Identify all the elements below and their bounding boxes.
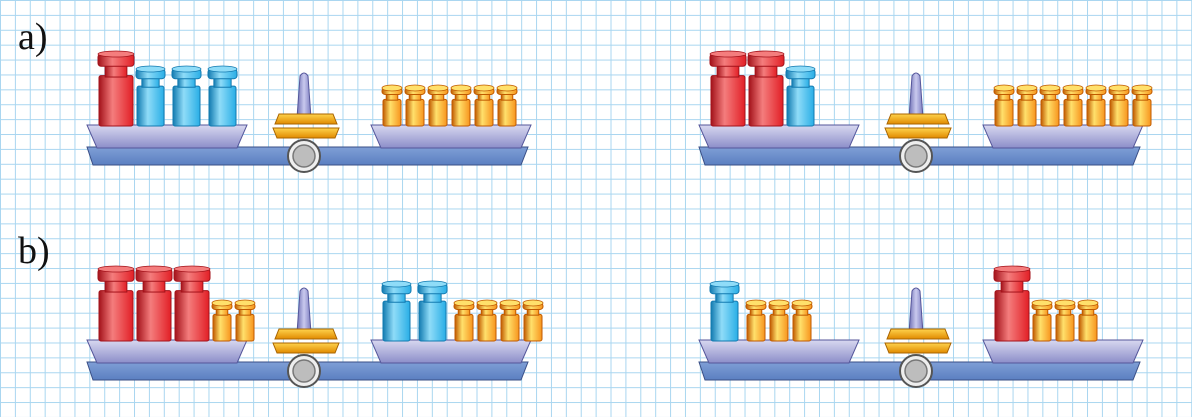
- medium-weight: [418, 281, 447, 341]
- center-post: [297, 73, 311, 118]
- center-post: [297, 288, 311, 333]
- balance-scale-graphic: [697, 283, 1147, 375]
- row-label-a: a): [18, 18, 48, 56]
- balance-scale-graphic: [697, 68, 1147, 160]
- balance-scale-b-left: [85, 283, 535, 373]
- light-weight: [1132, 85, 1152, 126]
- heavy-weight: [174, 266, 210, 341]
- light-weight: [1109, 85, 1129, 126]
- light-weight: [235, 300, 255, 341]
- balance-scale-a-right: [697, 68, 1147, 158]
- row-label-b: b): [18, 232, 50, 270]
- light-weight: [451, 85, 471, 126]
- medium-weight: [172, 66, 201, 126]
- left-pan: [699, 340, 859, 363]
- light-weight: [382, 85, 402, 126]
- light-weight: [497, 85, 517, 126]
- light-weight: [474, 85, 494, 126]
- heavy-weight: [136, 266, 172, 341]
- right-pan: [983, 340, 1143, 363]
- heavy-weight: [98, 266, 134, 341]
- right-pan: [983, 125, 1143, 148]
- light-weight: [1040, 85, 1060, 126]
- balance-scale-a-left: [85, 68, 535, 158]
- light-weight: [746, 300, 766, 341]
- center-plates: [885, 329, 951, 353]
- light-weight: [1063, 85, 1083, 126]
- center-post: [909, 288, 923, 333]
- medium-weight: [710, 281, 739, 341]
- center-plates: [885, 114, 951, 138]
- light-weight: [1086, 85, 1106, 126]
- light-weight: [769, 300, 789, 341]
- balance-scale-graphic: [85, 68, 535, 160]
- medium-weight: [136, 66, 165, 126]
- pivot-wheel: [900, 355, 932, 387]
- heavy-weight: [710, 51, 746, 126]
- light-weight: [792, 300, 812, 341]
- light-weight: [428, 85, 448, 126]
- light-weight: [1078, 300, 1098, 341]
- right-pan: [371, 340, 531, 363]
- balance-scale-graphic: [85, 283, 535, 375]
- medium-weight: [382, 281, 411, 341]
- pivot-wheel: [288, 355, 320, 387]
- balance-scale-b-right: [697, 283, 1147, 373]
- center-plates: [273, 114, 339, 138]
- light-weight: [212, 300, 232, 341]
- pivot-wheel: [900, 140, 932, 172]
- heavy-weight: [994, 266, 1030, 341]
- light-weight: [1032, 300, 1052, 341]
- medium-weight: [786, 66, 815, 126]
- light-weight: [500, 300, 520, 341]
- light-weight: [405, 85, 425, 126]
- light-weight: [477, 300, 497, 341]
- left-pan: [87, 125, 247, 148]
- center-plates: [273, 329, 339, 353]
- heavy-weight: [98, 51, 134, 126]
- right-pan: [371, 125, 531, 148]
- center-post: [909, 73, 923, 118]
- light-weight: [454, 300, 474, 341]
- light-weight: [1055, 300, 1075, 341]
- left-pan: [699, 125, 859, 148]
- medium-weight: [208, 66, 237, 126]
- pivot-wheel: [288, 140, 320, 172]
- light-weight: [523, 300, 543, 341]
- light-weight: [994, 85, 1014, 126]
- left-pan: [87, 340, 247, 363]
- heavy-weight: [748, 51, 784, 126]
- light-weight: [1017, 85, 1037, 126]
